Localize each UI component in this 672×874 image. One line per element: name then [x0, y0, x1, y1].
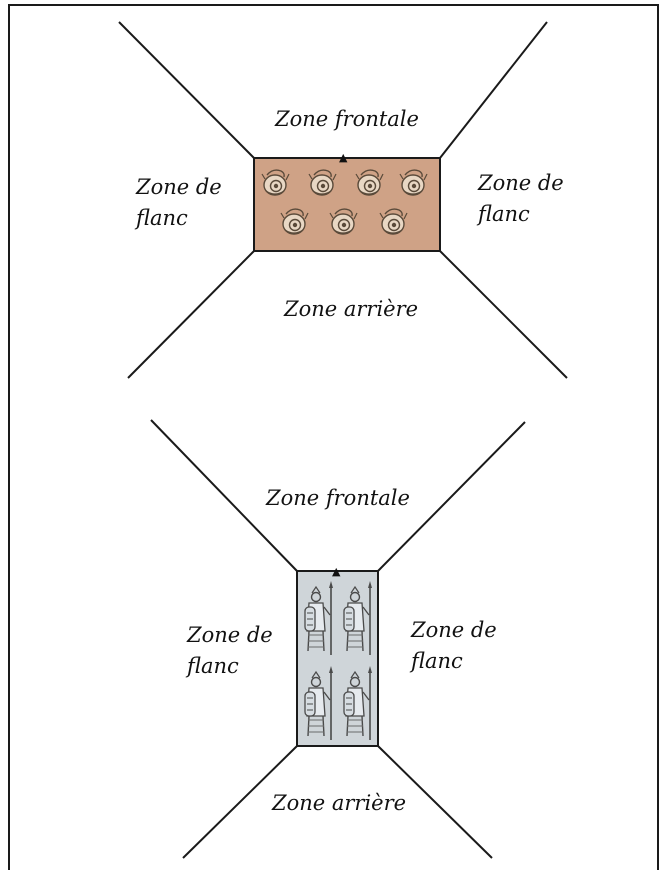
top-zone-diagram	[118, 21, 568, 379]
bottom-right-flank-zone-label: Zone de flanc	[411, 615, 497, 677]
bottom-facing-marker: ▲	[332, 565, 341, 578]
top-right-flank-line-1: Zone de	[478, 171, 564, 195]
bottom-left-flank-zone-label: Zone de flanc	[187, 620, 273, 682]
top-rear-zone-label: Zone arrière	[284, 297, 419, 321]
top-right-flank-zone-label: Zone de flanc	[478, 168, 564, 230]
bottom-boundary-line-lower-right	[377, 745, 493, 859]
bottom-right-flank-line-1: Zone de	[411, 618, 497, 642]
top-unit-base	[253, 157, 441, 252]
bottom-left-flank-line-1: Zone de	[187, 623, 273, 647]
top-boundary-line-lower-left	[127, 250, 255, 379]
top-left-flank-line-1: Zone de	[136, 175, 222, 199]
top-right-flank-line-2: flanc	[478, 202, 530, 226]
top-front-zone-label: Zone frontale	[275, 107, 419, 131]
top-facing-marker: ▲	[339, 151, 348, 164]
bottom-left-flank-line-2: flanc	[187, 654, 239, 678]
bottom-boundary-line-lower-left	[182, 745, 298, 859]
bottom-front-zone-label: Zone frontale	[266, 486, 410, 510]
bottom-zone-diagram	[150, 419, 526, 859]
top-left-flank-line-2: flanc	[136, 206, 188, 230]
bottom-unit-base	[296, 570, 379, 747]
top-boundary-line-lower-right	[439, 250, 568, 379]
bottom-boundary-line-upper-left	[150, 419, 298, 572]
bottom-right-flank-line-2: flanc	[411, 649, 463, 673]
bottom-rear-zone-label: Zone arrière	[272, 791, 407, 815]
bottom-boundary-line-upper-right	[377, 421, 526, 572]
top-left-flank-zone-label: Zone de flanc	[136, 172, 222, 234]
top-boundary-line-upper-left	[118, 21, 255, 159]
top-boundary-line-upper-right	[439, 21, 548, 159]
